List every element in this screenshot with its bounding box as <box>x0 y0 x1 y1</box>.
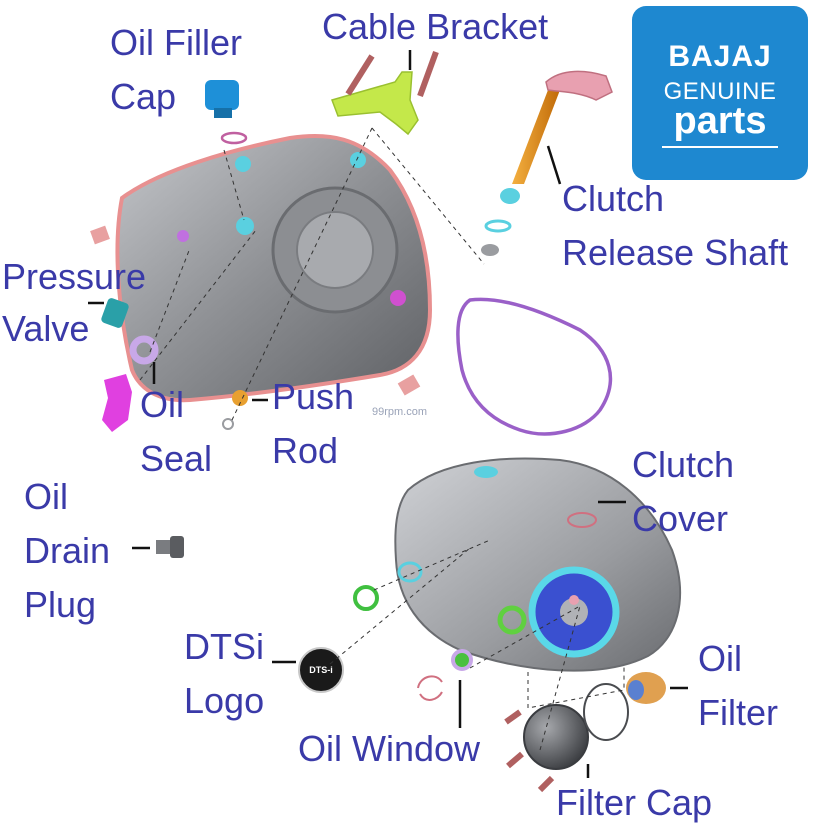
oil-filler-cap-part <box>205 80 248 145</box>
oil-drain-plug-part <box>156 536 184 558</box>
bolts <box>90 50 555 793</box>
brand-name: BAJAJ <box>668 40 772 73</box>
clutch-release-shaft-part <box>481 70 613 256</box>
label-clutch-cover-1: Clutch <box>632 444 735 485</box>
push-rod-part <box>222 390 248 430</box>
crankcase-cover <box>115 134 433 403</box>
bajaj-genuine-parts-logo: BAJAJ GENUINE parts <box>632 6 808 180</box>
oil-window-part <box>417 649 473 701</box>
oil-seal-part <box>102 335 159 432</box>
label-oil-drain-plug-2: Drain <box>24 530 111 571</box>
label-oil-drain-plug-3: Plug <box>24 584 97 625</box>
label-pressure-valve-1: Pressure <box>2 256 147 297</box>
label-push-rod-1: Push <box>272 376 355 417</box>
label-dtsi-logo-2: Logo <box>184 680 265 721</box>
label-push-rod-2: Rod <box>272 430 339 471</box>
label-pointers <box>88 50 688 778</box>
label-oil-seal-2: Seal <box>140 438 213 479</box>
label-pressure-valve-2: Valve <box>2 308 90 349</box>
label-clutch-release-shaft-1: Clutch <box>562 178 665 219</box>
dtsi-emblem-part: DTS-i <box>298 647 344 693</box>
clutch-cover-part <box>353 457 681 672</box>
filter-cap-part <box>523 683 629 770</box>
dtsi-emblem-text: DTS-i <box>309 665 333 675</box>
label-oil-window: Oil Window <box>298 728 481 769</box>
watermark: 99rpm.com <box>372 406 428 418</box>
label-oil-drain-plug-1: Oil <box>24 476 68 517</box>
label-clutch-release-shaft-2: Release Shaft <box>562 232 789 273</box>
pressure-valve-part <box>101 298 129 328</box>
gasket <box>456 297 613 436</box>
label-oil-seal-1: Oil <box>140 384 184 425</box>
label-clutch-cover-2: Cover <box>632 498 729 539</box>
assembly-lines <box>139 127 625 751</box>
brand-line2: parts <box>673 100 767 142</box>
label-filter-cap: Filter Cap <box>556 782 713 823</box>
label-oil-filter-1: Oil <box>698 638 742 679</box>
label-dtsi-logo-1: DTSi <box>184 626 264 667</box>
label-oil-filler-cap-1: Oil Filler <box>110 22 242 63</box>
label-cable-bracket: Cable Bracket <box>322 6 549 47</box>
label-oil-filler-cap-2: Cap <box>110 76 177 117</box>
brand-underline <box>662 146 778 148</box>
brand-line1: GENUINE <box>663 78 777 105</box>
cable-bracket-part <box>331 71 419 136</box>
label-oil-filter-2: Filter <box>698 692 778 733</box>
oil-filter-part <box>626 672 666 704</box>
